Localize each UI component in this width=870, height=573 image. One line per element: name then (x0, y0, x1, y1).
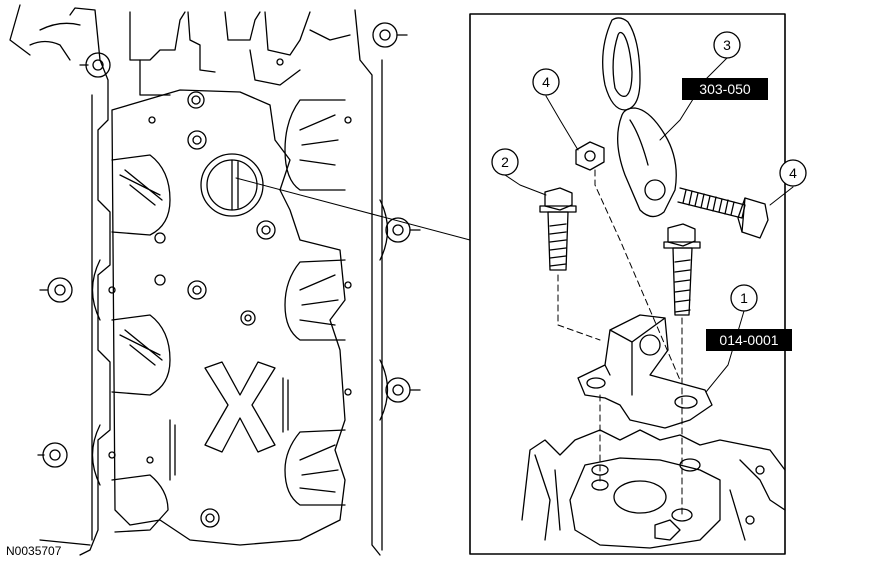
lifting-detail (504, 17, 794, 549)
callout-4b-label: 4 (789, 165, 797, 181)
part-code-014-0001: 014-0001 (719, 332, 778, 348)
callout-1-label: 1 (740, 290, 748, 306)
callout-3-circle (713, 31, 741, 59)
callout-2-circle (491, 148, 519, 176)
callout-4a-label: 4 (542, 74, 550, 90)
callout-2-label: 2 (501, 154, 509, 170)
inset-frame (469, 13, 786, 555)
figure-id: N0035707 (6, 544, 62, 558)
callout-4b-circle (779, 159, 807, 187)
callout-3-label: 3 (723, 37, 731, 53)
callout-4a-circle (532, 68, 560, 96)
leader-line (235, 177, 471, 241)
part-code-014-0001-plate (706, 329, 792, 351)
part-code-303-050: 303-050 (699, 81, 751, 97)
cylinder-head-view (9, 4, 421, 556)
callout-1-circle (730, 284, 758, 312)
part-code-303-050-plate (682, 78, 768, 100)
